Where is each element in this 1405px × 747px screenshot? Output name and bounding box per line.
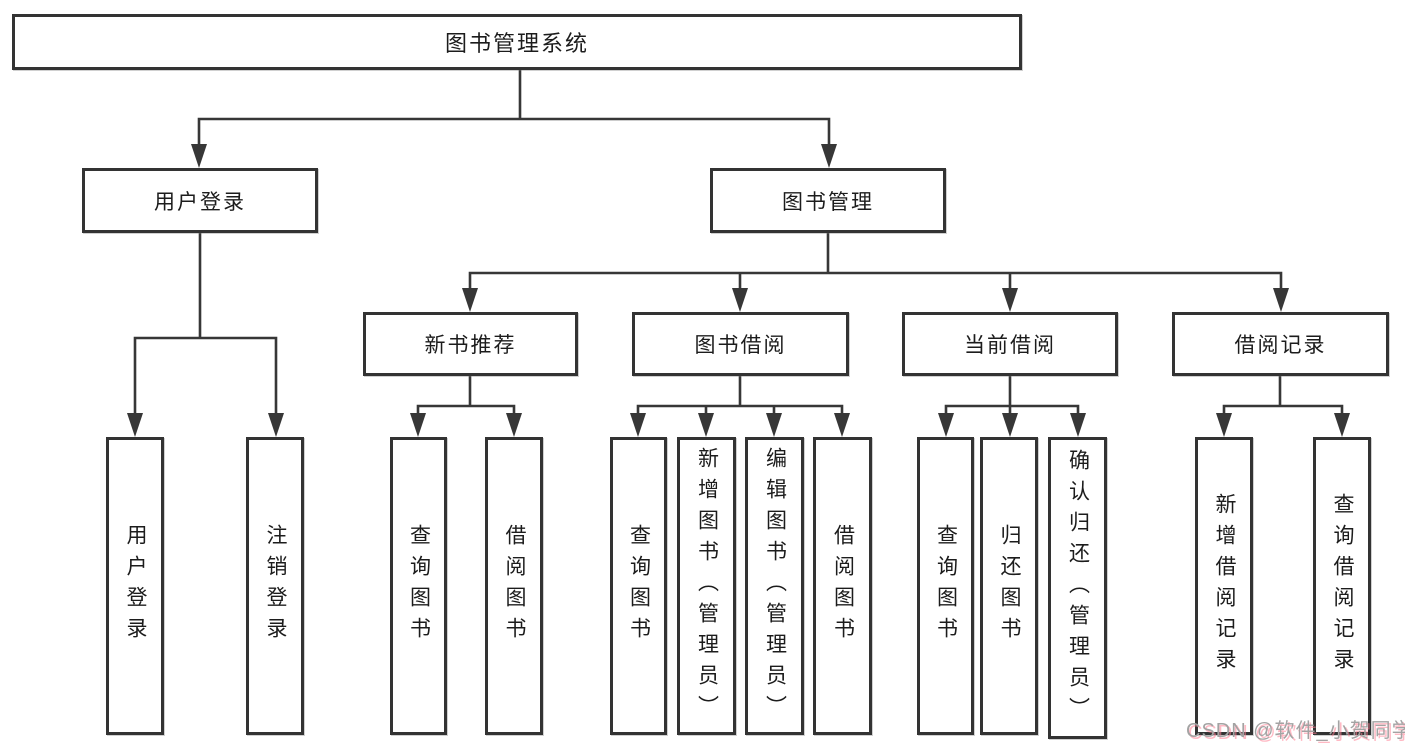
leaf-current-query-books: 查询图书 [917,437,974,735]
arrow-down-icon [1273,288,1289,312]
node-book-borrow: 图书借阅 [632,312,849,376]
leaf-logout: 注销登录 [246,437,304,735]
connector-root-to-level2 [197,67,831,154]
arrow-down-icon [506,413,522,437]
connector-borrow-record-to-leaves [1222,374,1344,423]
watermark: CSDN @软件_小贺同学 [1186,720,1405,742]
leaf-newbook-borrow-books: 借阅图书 [485,437,543,735]
arrow-down-icon [698,413,714,437]
arrow-down-icon [410,413,426,437]
arrow-down-icon [821,144,837,168]
leaf-edit-books-admin: 编辑图书（管理员） [745,437,804,735]
arrowheads [127,144,1350,437]
arrow-down-icon [462,288,478,312]
arrow-down-icon [834,413,850,437]
arrow-down-icon [630,413,646,437]
arrow-down-icon [1002,288,1018,312]
node-new-book-recommend: 新书推荐 [363,312,578,376]
leaf-user-login: 用户登录 [106,437,164,735]
leaf-return-books: 归还图书 [980,437,1038,735]
node-book-management: 图书管理 [710,168,946,233]
arrow-down-icon [268,413,284,437]
connector-book-borrow-to-leaves [636,374,844,423]
connector-user-login-to-leaves [133,231,278,423]
node-user-login: 用户登录 [82,168,318,233]
node-borrow-records: 借阅记录 [1172,312,1389,376]
node-current-borrow: 当前借阅 [902,312,1118,376]
leaf-add-borrow-record: 新增借阅记录 [1195,437,1253,735]
leaf-query-borrow-record: 查询借阅记录 [1313,437,1371,735]
leaf-newbook-query-books: 查询图书 [390,437,447,735]
connector-book-management-to-level3 [468,231,1283,298]
arrow-down-icon [1334,413,1350,437]
leaf-add-books-admin: 新增图书（管理员） [677,437,736,735]
arrow-down-icon [1070,413,1086,437]
node-root: 图书管理系统 [12,14,1022,70]
arrow-down-icon [1002,413,1018,437]
leaf-confirm-return-admin: 确认归还（管理员） [1048,437,1107,739]
leaf-borrow-query-books: 查询图书 [610,437,667,735]
connector-new-book-to-leaves [416,374,516,423]
arrow-down-icon [938,413,954,437]
arrow-down-icon [127,413,143,437]
arrow-down-icon [191,144,207,168]
leaf-borrow-books: 借阅图书 [813,437,872,735]
arrow-down-icon [1216,413,1232,437]
arrow-down-icon [766,413,782,437]
arrow-down-icon [732,288,748,312]
